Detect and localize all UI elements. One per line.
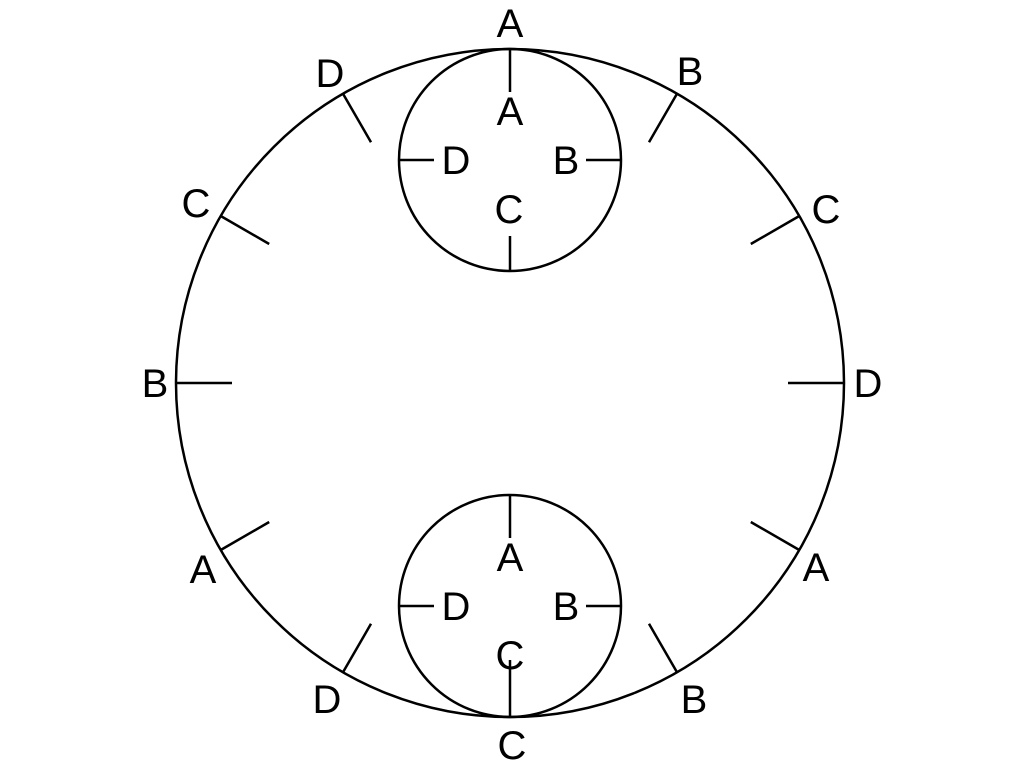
outer-label-0: A <box>497 2 524 46</box>
outer-label-1: B <box>677 50 704 94</box>
outer-label-7: D <box>313 678 342 722</box>
top-inner-label-top: A <box>497 90 524 134</box>
outer-tick-7 <box>341 623 373 673</box>
outer-label-5: B <box>681 678 708 722</box>
outer-tick-2 <box>750 214 800 246</box>
outer-labels: A B C D A B C D A B C D <box>142 2 883 768</box>
bottom-inner-circle-group: A B C D <box>397 493 623 719</box>
outer-label-2: C <box>812 188 841 232</box>
outer-label-11: D <box>316 52 345 96</box>
outer-tick-5 <box>647 623 679 673</box>
top-inner-circle-group: A B C D <box>397 47 623 273</box>
bottom-inner-label-right: B <box>553 585 580 629</box>
outer-tick-8 <box>220 520 270 552</box>
outer-tick-1 <box>647 93 679 143</box>
outer-tick-11 <box>341 93 373 143</box>
outer-ticks <box>176 93 844 673</box>
bottom-inner-label-left: D <box>442 585 471 629</box>
bottom-inner-label-bottom: C <box>496 634 525 678</box>
outer-tick-10 <box>220 214 270 246</box>
outer-label-10: C <box>182 182 211 226</box>
outer-label-6: C <box>498 724 527 768</box>
outer-label-4: A <box>803 546 830 590</box>
top-inner-label-bottom: C <box>495 188 524 232</box>
outer-tick-4 <box>750 520 800 552</box>
outer-label-8: A <box>190 548 217 592</box>
outer-circle <box>174 47 846 719</box>
bottom-inner-label-top: A <box>497 536 524 580</box>
top-inner-label-right: B <box>553 139 580 183</box>
outer-label-9: B <box>142 362 169 406</box>
top-inner-label-left: D <box>442 139 471 183</box>
outer-label-3: D <box>854 362 883 406</box>
